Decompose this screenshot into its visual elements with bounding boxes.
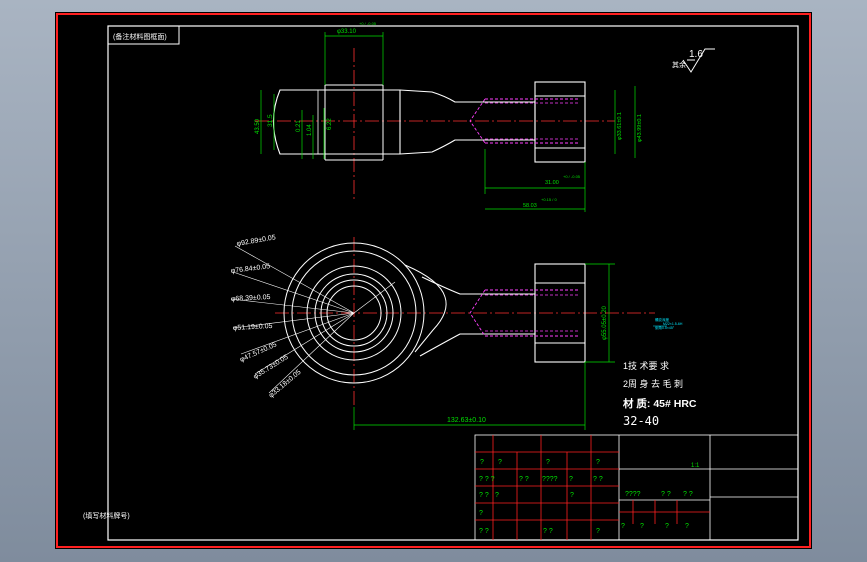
cad-viewport[interactable]: (备注材料图框面) (填写材料牌号) 其余 1.6 — [55, 12, 812, 549]
tb-q-23: ? — [685, 523, 689, 530]
label-box-text: (备注材料图框面) — [113, 32, 167, 41]
tb-q-16: ? — [596, 528, 600, 535]
tb-q-5: ? ? ? — [479, 476, 495, 483]
tb-q-20: ? — [621, 523, 625, 530]
tb-q-11: ? — [495, 492, 499, 499]
surface-roughness-symbol: 其余 1.6 — [672, 48, 715, 73]
tb-q-2: ? — [498, 459, 502, 466]
callout-2: M22×1.5-6H — [663, 322, 683, 326]
dim-left-v3: 6.22 — [327, 118, 333, 130]
note-material: 材 质: 45# HRC — [622, 397, 697, 410]
dim-right-inner: φ33.61±0.1 — [617, 112, 623, 140]
tb-q-18: ? ? — [661, 491, 671, 498]
roughness-value: 1.6 — [689, 49, 703, 60]
dim-total-len: 58.03 — [523, 203, 537, 209]
title-scale: 1:1 — [691, 463, 700, 469]
tb-q-3: ? — [546, 459, 550, 466]
label-box — [107, 25, 180, 45]
technical-notes: 1技 术要 求 2周 身 去 毛 刺 材 质: 45# HRC 32-40 — [622, 360, 697, 428]
callout-1: 螺纹深度 — [655, 317, 669, 322]
dim-thread-len-tol: +0 / -0.05 — [563, 174, 581, 179]
tb-q-9: ? ? — [593, 476, 603, 483]
tb-q-8: ? — [569, 476, 573, 483]
dim-total-len-tol: +0.15 / 0 — [541, 197, 557, 202]
dim-left-v2: 1.04 — [307, 124, 313, 136]
note-hardness: 32-40 — [623, 414, 659, 428]
note-line-2: 2周 身 去 毛 刺 — [623, 378, 683, 389]
thread-callouts: 螺纹深度 M22×1.5-6H 倒角0.5×45° — [655, 317, 683, 330]
inner-border — [107, 25, 799, 541]
dim-radial-1: φ92.89±0.05 — [236, 234, 276, 248]
dim-right-outer: φ43.99±0.1 — [637, 114, 643, 142]
outer-red-frame — [56, 13, 811, 548]
front-view — [275, 237, 655, 407]
tb-q-17: ???? — [625, 491, 641, 498]
dim-side-height: φ55.05±0.20 — [602, 305, 608, 340]
radial-leaders — [230, 245, 396, 394]
top-view-dimensions — [260, 32, 636, 212]
dim-left-height: 31.5 — [267, 114, 274, 127]
dim-top-width-tol: +0 / -0.05 — [359, 21, 377, 26]
tb-q-14: ? ? — [479, 528, 489, 535]
tb-q-6: ? ? — [519, 476, 529, 483]
dim-thread-len: 31.00 — [545, 180, 559, 186]
title-block — [474, 434, 799, 541]
title-block-placeholders: ? ? ? ? ? ? ? ? ? ???? ? ? ? ? ? ? ? ? ?… — [479, 459, 693, 535]
tb-q-22: ? — [665, 523, 669, 530]
callout-3: 倒角0.5×45° — [655, 325, 675, 330]
tb-q-1: ? — [480, 459, 484, 466]
tb-q-7: ???? — [542, 476, 558, 483]
roughness-prefix: 其余 — [672, 60, 686, 69]
tb-q-12: ? — [570, 492, 574, 499]
dim-radial-6: φ35.73±0.05 — [252, 354, 289, 381]
bottom-left-label: (填写材料牌号) — [83, 511, 130, 520]
tb-q-21: ? — [640, 523, 644, 530]
dim-bottom-length: 132.63±0.10 — [447, 417, 486, 424]
top-view — [255, 48, 615, 202]
dim-radial-4: φ51.19±0.05 — [233, 323, 273, 332]
note-line-1: 1技 术要 求 — [623, 360, 669, 371]
dim-radial-7: φ33.18±0.05 — [268, 369, 303, 400]
engineering-drawing: (备注材料图框面) (填写材料牌号) 其余 1.6 — [56, 13, 811, 548]
tb-q-15: ? ? — [543, 528, 553, 535]
tb-q-13: ? — [479, 510, 483, 517]
dim-radial-2: φ76.84±0.05 — [230, 263, 270, 275]
tb-q-4: ? — [596, 459, 600, 466]
dim-left-overall: 43.50 — [255, 118, 261, 134]
dim-top-width: φ33.10 — [337, 29, 357, 35]
dim-left-v1: 0.21 — [296, 120, 302, 132]
dim-radial-3: φ68.39±0.05 — [231, 294, 271, 303]
front-view-dimensions — [353, 263, 615, 430]
tb-q-19: ? ? — [683, 491, 693, 498]
title-block-red-grid — [475, 435, 710, 540]
tb-q-10: ? ? — [479, 492, 489, 499]
